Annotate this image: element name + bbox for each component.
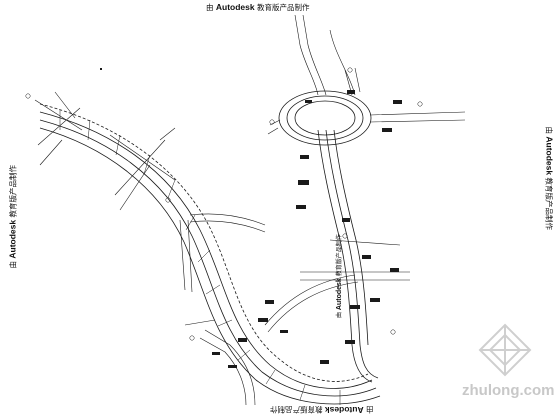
watermark-bottom: 由 Autodesk 教育版产品制作 (270, 404, 374, 415)
watermark-top: 由 Autodesk 教育版产品制作 (206, 2, 310, 13)
callout-circles (25, 67, 423, 341)
watermark-suffix: 教育版产品制作 (544, 177, 554, 231)
zhulong-logo (478, 323, 532, 377)
watermark-suffix: 教育版产品制作 (257, 3, 310, 12)
watermark-right: 由 Autodesk 教育版产品制作 (544, 127, 555, 237)
bridge-left (34, 91, 176, 211)
watermark-prefix: 由 (8, 261, 18, 269)
watermark-suffix: 教育版产品制作 (270, 405, 323, 414)
watermark-center: 由 Autodesk 教育版产品制作 (334, 234, 343, 318)
watermark-brand: Autodesk (7, 219, 18, 259)
watermark-prefix: 由 (544, 126, 554, 135)
road-tick-marks (59, 110, 341, 405)
watermark-prefix: 由 (366, 405, 374, 414)
main-road-curve (39, 103, 381, 405)
station-markers (100, 68, 402, 368)
roundabout (278, 90, 372, 146)
connector-road (317, 129, 379, 383)
site-watermark-text: zhulong.com (462, 382, 555, 399)
roundabout-approach (267, 14, 466, 135)
cross-street (300, 239, 410, 281)
watermark-suffix: 教育版产品制作 (336, 234, 343, 277)
crossing-road (179, 213, 359, 333)
watermark-prefix: 由 (206, 3, 214, 12)
watermark-brand: Autodesk (324, 405, 364, 415)
watermark-suffix: 教育版产品制作 (8, 164, 18, 218)
watermark-left: 由 Autodesk 教育版产品制作 (8, 159, 19, 269)
watermark-prefix: 由 (336, 311, 343, 318)
watermark-brand: Autodesk (336, 278, 343, 311)
watermark-brand: Autodesk (544, 136, 555, 176)
watermark-brand: Autodesk (215, 2, 255, 12)
lower-exit (184, 319, 256, 406)
